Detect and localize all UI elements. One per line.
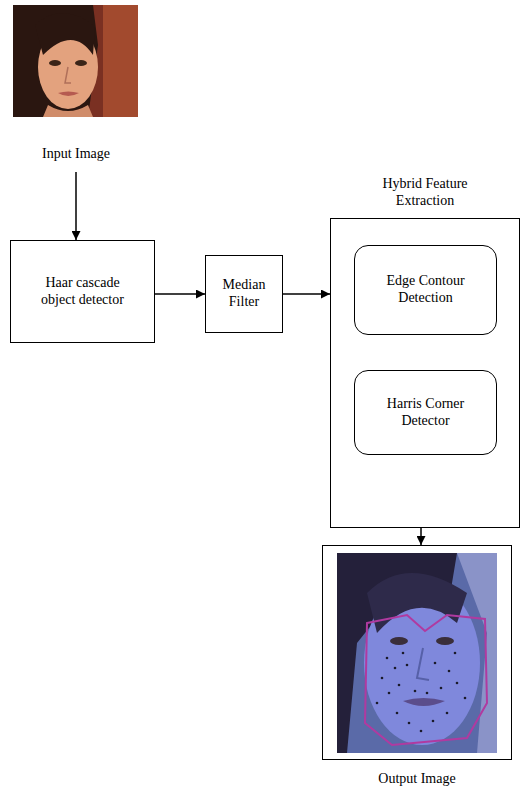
- output-image: Output Image: [322, 545, 512, 803]
- flow-arrow: [283, 294, 330, 295]
- input-image: Input Image: [10, 4, 142, 172]
- box-label: Haar cascade object detector: [33, 275, 133, 309]
- box-label: Median Filter: [215, 277, 273, 311]
- output-face-photo: [337, 553, 497, 753]
- flow-arrow: [155, 294, 205, 295]
- group-box: Hybrid Feature ExtractionEdge Contour De…: [330, 150, 520, 528]
- caption-area: Input Image: [10, 146, 142, 163]
- process-box: Median Filter: [205, 255, 283, 333]
- input-face-photo: [13, 5, 138, 117]
- group-heading-area: Hybrid Feature Extraction: [330, 150, 520, 210]
- flow-arrow: [421, 528, 422, 545]
- process-box: Haar cascade object detector: [10, 240, 155, 343]
- caption-area: Output Image: [322, 771, 512, 788]
- box-label: Edge Contour Detection: [364, 273, 487, 307]
- arrow-line: [155, 293, 205, 295]
- process-box: Edge Contour Detection: [354, 245, 497, 335]
- arrow-line: [283, 293, 330, 295]
- process-box: Harris Corner Detector: [354, 370, 497, 455]
- image-caption: Output Image: [378, 771, 455, 788]
- group-heading: Hybrid Feature Extraction: [370, 176, 480, 210]
- box-label: Harris Corner Detector: [364, 396, 487, 430]
- flow-arrow: [76, 172, 77, 240]
- image-frame: [322, 545, 512, 760]
- image-caption: Input Image: [42, 146, 110, 163]
- arrow-line: [420, 528, 422, 545]
- arrow-line: [75, 172, 77, 240]
